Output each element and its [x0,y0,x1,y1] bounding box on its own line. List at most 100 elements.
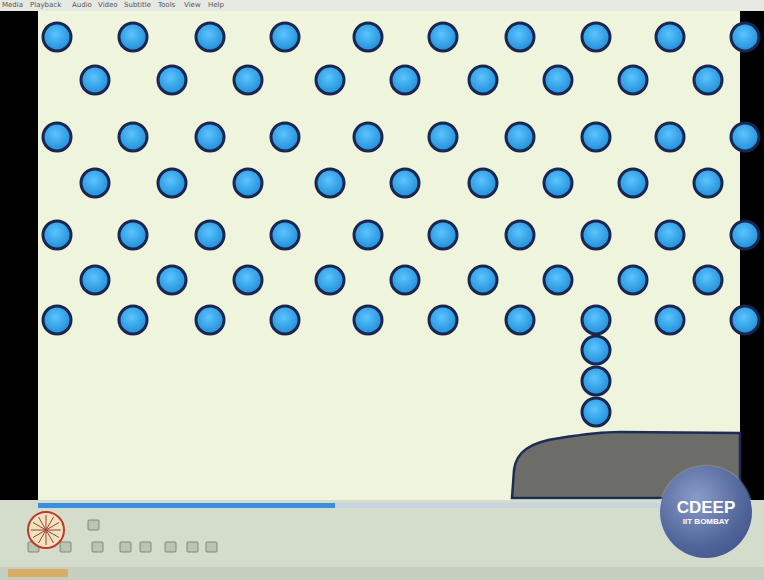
atom [316,169,344,197]
atom [316,66,344,94]
atom [582,221,610,249]
atom [656,23,684,51]
atom [196,123,224,151]
status-bar [0,567,764,580]
atom [582,398,610,426]
control-button [206,542,217,552]
atom [354,306,382,334]
control-button [140,542,151,552]
atom [656,221,684,249]
atom [469,169,497,197]
atom [158,266,186,294]
atom [81,169,109,197]
control-button [92,542,103,552]
atom [582,23,610,51]
progress-track [38,503,738,508]
atom [656,123,684,151]
atom [196,306,224,334]
atom [694,66,722,94]
logo-title: CDEEP [677,498,736,517]
atom [429,306,457,334]
atom [158,169,186,197]
atom [506,221,534,249]
menu-item: View [184,1,201,10]
atom [119,306,147,334]
menu-item: Tools [158,1,175,10]
menu-bar [0,0,764,11]
atom [506,123,534,151]
atom [271,123,299,151]
atom [544,169,572,197]
atom [43,306,71,334]
atom [506,306,534,334]
atom [119,23,147,51]
atom [619,266,647,294]
atom [158,66,186,94]
menu-item: Video [98,1,118,10]
atom [429,123,457,151]
menu-item: Help [208,1,224,10]
control-button [165,542,176,552]
atom [582,336,610,364]
atom [81,266,109,294]
menu-item: Audio [72,1,92,10]
atom [619,66,647,94]
file-name-bar [8,569,68,577]
atom [582,123,610,151]
atom [271,23,299,51]
atom [619,169,647,197]
control-panel [0,500,764,580]
atom [196,23,224,51]
menu-item: Subtitle [124,1,151,10]
atom [469,66,497,94]
atom [582,367,610,395]
menu-item: Media [2,1,23,10]
control-button [120,542,131,552]
atom [391,169,419,197]
control-button [187,542,198,552]
logo-badge: CDEEPIIT BOMBAY [660,466,752,558]
menu-item: Playback [30,1,61,10]
atom [196,221,224,249]
control-button [88,520,99,530]
atom [391,66,419,94]
atom [694,169,722,197]
atom [506,23,534,51]
atom [81,66,109,94]
atom [271,306,299,334]
atom [234,66,262,94]
player-emblem [28,512,64,548]
atom [119,221,147,249]
atom [43,23,71,51]
atom [544,66,572,94]
atom [316,266,344,294]
atom [429,221,457,249]
atom [354,221,382,249]
atom [391,266,419,294]
atom [731,221,759,249]
atom [119,123,147,151]
atom [354,123,382,151]
atom [582,306,610,334]
atom [271,221,299,249]
atom [731,123,759,151]
control-button [60,542,71,552]
atom [731,23,759,51]
atom [354,23,382,51]
atom [429,23,457,51]
video-area [38,11,740,501]
progress-bar [38,503,335,508]
atom [544,266,572,294]
atom [43,221,71,249]
atom [731,306,759,334]
logo-subtitle: IIT BOMBAY [683,517,729,527]
atom [234,266,262,294]
atom [234,169,262,197]
atom [656,306,684,334]
atom [43,123,71,151]
atom [469,266,497,294]
atom [694,266,722,294]
